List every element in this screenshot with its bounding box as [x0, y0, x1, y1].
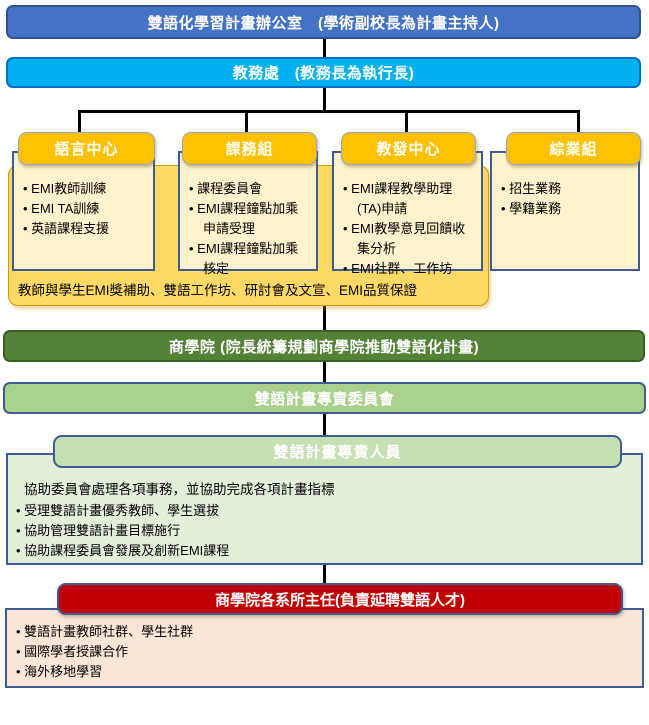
bullet-item: 協助管理雙語計畫目標施行 — [16, 521, 616, 541]
bullet-item: 招生業務 — [501, 179, 634, 199]
connector-drop-language-center — [78, 110, 81, 134]
bullet-item: 雙語計畫教師社群、學生社群 — [16, 622, 616, 642]
comprehensive-affairs-task-list: 招生業務學籍業務 — [492, 153, 638, 219]
connector-branch-rail — [78, 110, 580, 113]
staff-task-list: 受理雙語計畫優秀教師、學生選拔協助管理雙語計畫目標施行協助課程委員會發展及創新E… — [16, 501, 616, 561]
language-center-task-list: EMI教師訓練EMI TA訓練英語課程支援 — [14, 153, 153, 239]
connector-to-college — [323, 303, 326, 331]
connector-drop-teaching-dev — [405, 110, 408, 134]
connector-to-staff — [323, 413, 326, 436]
staff-section-header: 雙語計畫專責人員 — [53, 435, 622, 468]
staff-intro-text: 協助委員會處理各項事務，並協助完成各項計畫指標 — [24, 482, 335, 497]
bullet-item: 海外移地學習 — [16, 662, 616, 682]
bullet-item: EMI教學意見回饋收集分析 — [343, 219, 471, 259]
connector-office-to-exec — [323, 36, 326, 58]
dept-header-comprehensive-affairs: 綜業組 — [506, 132, 641, 165]
dept-body-teaching-development-center: EMI課程教學助理(TA)申請EMI教學意見回饋收集分析EMI社群、工作坊 — [332, 151, 483, 276]
bullet-item: EMI課程教學助理(TA)申請 — [343, 179, 471, 219]
connector-to-chairs — [323, 564, 326, 584]
dept-body-language-center: EMI教師訓練EMI TA訓練英語課程支援 — [12, 151, 155, 271]
connector-drop-curriculum — [245, 110, 248, 134]
committee-box: 雙語計畫專責委員會 — [3, 382, 646, 414]
curriculum-division-task-list: 課程委員會EMI課程鐘點加乘申請受理EMI課程鐘點加乘核定 — [180, 153, 305, 279]
bullet-item: EMI TA訓練 — [23, 199, 149, 219]
dept-header-teaching-development-center: 教發中心 — [341, 132, 476, 165]
academic-affairs-box: 教務處 (教務長為執行長) — [6, 57, 641, 88]
bullet-item: 國際學者授課合作 — [16, 642, 616, 662]
connector-drop-comprehensive — [577, 110, 580, 134]
bullet-item: EMI教師訓練 — [23, 179, 149, 199]
connector-exec-trunk — [323, 84, 326, 112]
dept-body-curriculum-division: 課程委員會EMI課程鐘點加乘申請受理EMI課程鐘點加乘核定 — [178, 151, 318, 276]
bullet-item: EMI社群、工作坊 — [343, 259, 471, 279]
bullet-item: 受理雙語計畫優秀教師、學生選拔 — [16, 501, 616, 521]
dept-body-comprehensive-affairs: 招生業務學籍業務 — [490, 151, 640, 271]
bullet-item: 協助課程委員會發展及創新EMI課程 — [16, 541, 616, 561]
shared-services-caption: 教師與學生EMI獎補助、雙語工作坊、研討會及文宣、EMI品質保證 — [18, 283, 418, 298]
bullet-item: EMI課程鐘點加乘申請受理 — [189, 199, 301, 239]
bullet-item: EMI課程鐘點加乘核定 — [189, 239, 301, 279]
dept-header-language-center: 語言中心 — [18, 132, 155, 165]
teaching-development-task-list: EMI課程教學助理(TA)申請EMI教學意見回饋收集分析EMI社群、工作坊 — [334, 153, 475, 279]
chairs-section-header: 商學院各系所主任(負責延聘雙語人才) — [57, 583, 623, 615]
bullet-item: 課程委員會 — [189, 179, 301, 199]
college-box: 商學院 (院長統籌規劃商學院推動雙語化計畫) — [3, 330, 645, 362]
chairs-task-list: 雙語計畫教師社群、學生社群國際學者授課合作海外移地學習 — [16, 622, 616, 682]
office-box: 雙語化學習計畫辦公室 (學術副校長為計畫主持人) — [6, 5, 641, 39]
connector-to-committee — [323, 361, 326, 383]
bullet-item: 學籍業務 — [501, 199, 634, 219]
dept-header-curriculum-division: 課務組 — [182, 132, 317, 165]
bullet-item: 英語課程支援 — [23, 219, 149, 239]
